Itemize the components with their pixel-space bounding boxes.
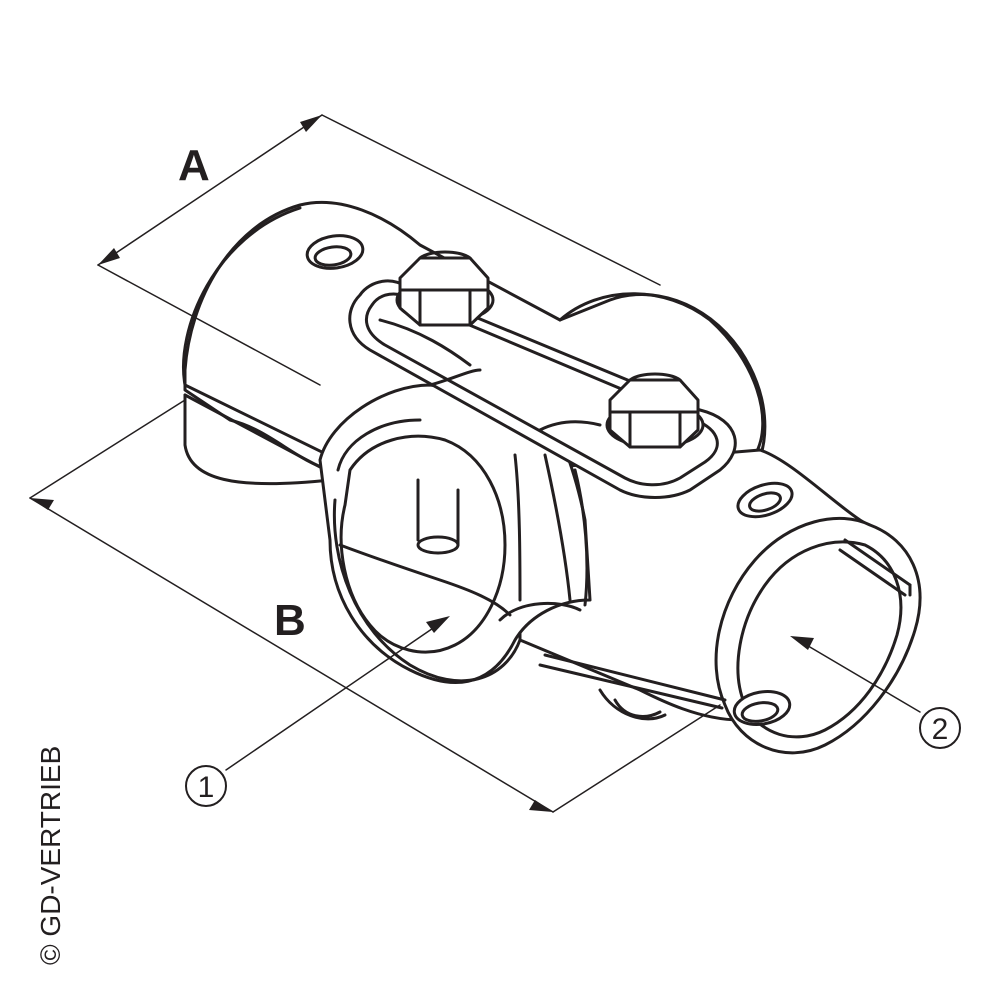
dimension-b-label: B: [274, 596, 306, 645]
clamp-body: [318, 383, 592, 684]
dimension-a: A: [97, 114, 661, 386]
callout-2-number: 2: [932, 713, 949, 746]
callout-2: 2: [790, 636, 961, 749]
bolt-upper: [395, 250, 495, 327]
bolt-lower: [605, 372, 705, 449]
callout-1: 1: [185, 616, 450, 807]
dimension-a-label: A: [178, 141, 210, 190]
dimension-b: B: [29, 399, 721, 813]
copyright-text: © GD-VERTRIEB: [35, 746, 66, 965]
front-tube-section: [518, 448, 922, 755]
mounting-hole-lower: [732, 690, 792, 726]
callout-1-number: 1: [198, 771, 215, 804]
clamp-strap: [348, 250, 737, 499]
